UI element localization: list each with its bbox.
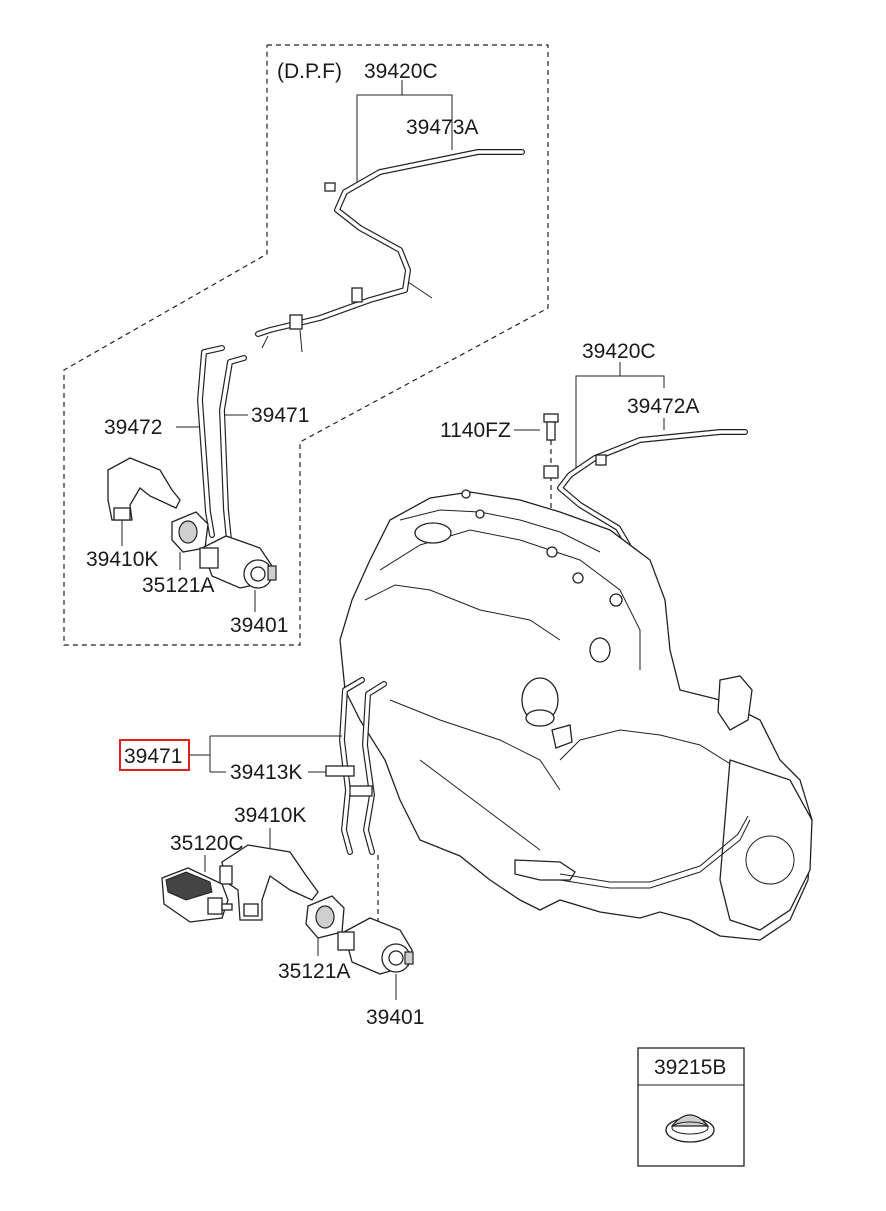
callout-39410k-main[interactable]: 39410K (234, 804, 306, 827)
main-hoses-39471 (339, 677, 387, 855)
callout-35121a-main[interactable]: 35121A (278, 960, 350, 983)
callout-39401-main[interactable]: 39401 (366, 1006, 424, 1029)
callout-1140fz[interactable]: 1140FZ (440, 419, 511, 442)
clip-39413k (325, 765, 355, 777)
dpf-solenoid-39401 (199, 535, 277, 589)
callout-39410k-top[interactable]: 39410K (86, 548, 158, 571)
callout-35121a-top[interactable]: 35121A (142, 574, 214, 597)
main-solenoid-39401 (337, 917, 414, 975)
dpf-hoses (197, 345, 247, 553)
callout-39471-top[interactable]: 39471 (251, 404, 309, 427)
engine-block (339, 489, 813, 941)
main-insulator-35121a (305, 895, 345, 939)
callout-35120c[interactable]: 35120C (170, 832, 244, 855)
callout-39472-top[interactable]: 39472 (104, 416, 162, 439)
leader-39420c-engine (575, 375, 665, 470)
dpf-bracket-39410k (107, 457, 181, 521)
dpf-dashed-boundary (63, 44, 549, 646)
main-bracket-39410k (219, 844, 319, 921)
dpf-label: (D.P.F) (277, 60, 342, 83)
callout-39473a-top[interactable]: 39473A (406, 116, 478, 139)
callout-39420c-top[interactable]: 39420C (364, 60, 438, 83)
inset-39215b (637, 1047, 745, 1167)
callout-39401-top[interactable]: 39401 (230, 614, 288, 637)
callout-39215b[interactable]: 39215B (654, 1056, 726, 1079)
bolt-1140fz (543, 413, 559, 441)
solenoid-35120c (161, 867, 233, 923)
highlight-box-39471 (119, 739, 190, 771)
dpf-pipe-assembly (255, 149, 525, 353)
callout-39472a-engine[interactable]: 39472A (627, 395, 699, 418)
callout-39420c-engine[interactable]: 39420C (582, 340, 656, 363)
callout-39471-main[interactable]: 39471 (124, 745, 182, 768)
callout-39413k[interactable]: 39413K (230, 761, 302, 784)
leader-39420c-top (356, 94, 453, 185)
dpf-insulator-35121a (171, 511, 209, 553)
